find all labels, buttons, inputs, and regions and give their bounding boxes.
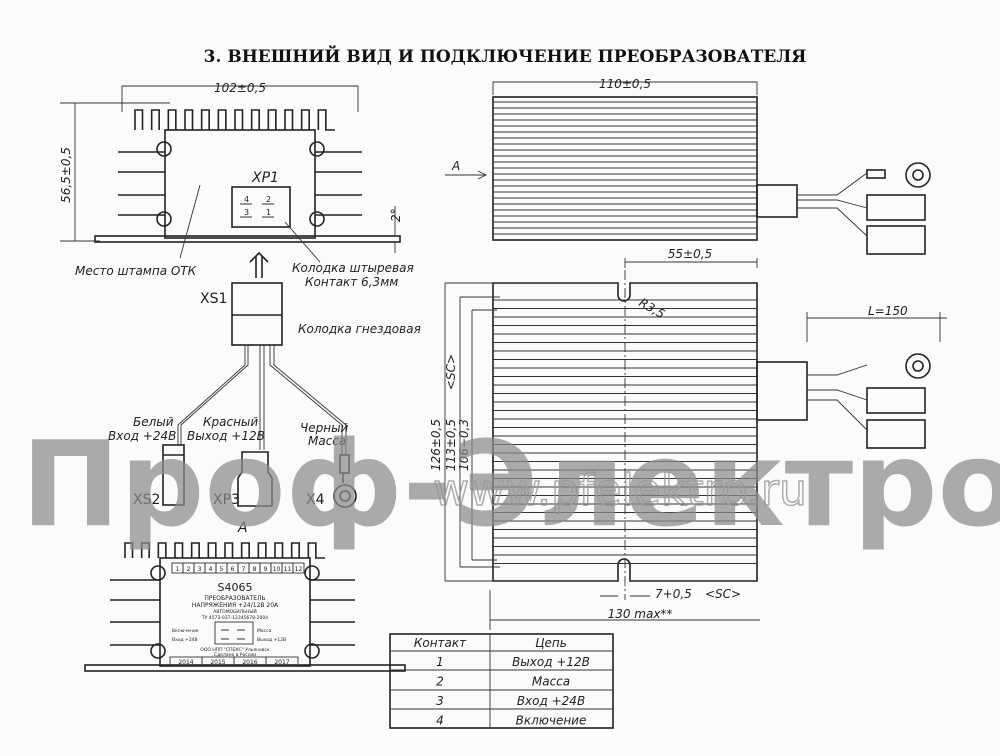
- dim-130: 130 max**: [608, 607, 673, 621]
- table-cell-circuit: Масса: [532, 675, 570, 689]
- month-cell: 7: [242, 566, 246, 573]
- side-view: 110±0,5 A: [445, 77, 931, 255]
- wire-color-label: Белый: [133, 415, 174, 429]
- watermark-brand: Проф-Электро: [21, 415, 1000, 553]
- top-view: 55±0,5 R3,5 126±0,5 113±0,5 <SC> 106−0,3…: [429, 247, 947, 630]
- month-cell: 3: [198, 566, 202, 573]
- table-cell-contact: 3: [436, 694, 444, 708]
- spec-number: ТУ 4573-037-12345678-2004: [201, 615, 268, 621]
- table-cell-circuit: Включение: [516, 714, 587, 728]
- pin-label: 1: [266, 208, 271, 217]
- pin-label: Вход +24В: [172, 637, 198, 643]
- base-plate: [94, 235, 401, 243]
- xs2-terminal: [162, 444, 185, 506]
- wiring-harness: XS1 Колодка гнездовая Белый Вход +24В Кр…: [108, 251, 421, 508]
- dim-126: 126±0,5: [429, 419, 443, 471]
- pin-label: Включение: [172, 628, 199, 634]
- dim-sc: <SC>: [444, 354, 458, 390]
- socket-label: Колодка гнездовая: [298, 322, 421, 336]
- arrow-up-icon: [249, 251, 269, 278]
- dim-7: 7+0,5: [655, 587, 692, 601]
- dim-55: 55±0,5: [668, 247, 712, 261]
- watermark: Проф-Электро www.pfelektro.ru: [21, 415, 1000, 553]
- xs1-label: XS1: [200, 291, 227, 307]
- table-cell-contact: 4: [436, 714, 444, 728]
- month-cell: 5: [220, 566, 224, 573]
- contact-size-label: Контакт 6,3мм: [305, 275, 398, 289]
- dim-l: L=150: [868, 304, 908, 318]
- terminal-label: X4: [306, 492, 325, 508]
- month-cell: 10: [273, 566, 281, 573]
- page-title: 3. ВНЕШНИЙ ВИД И ПОДКЛЮЧЕНИЕ ПРЕОБРАЗОВА…: [204, 45, 807, 67]
- pin-label: 3: [244, 208, 249, 217]
- heatsink-fins: [134, 109, 335, 131]
- table-cell-contact: 2: [436, 675, 444, 689]
- product-name: ПРЕОБРАЗОВАТЕЛЬ: [204, 595, 265, 602]
- month-cell: 11: [284, 566, 292, 573]
- wire-function-label: Масса: [308, 434, 346, 448]
- wire-color-label: Красный: [203, 415, 258, 429]
- product-type: АВТОМОБИЛЬНЫЙ: [213, 608, 257, 615]
- dim-length: 110±0,5: [599, 77, 651, 91]
- wire-function-label: Вход +24В: [108, 429, 176, 443]
- terminal-label: XS2: [133, 492, 160, 508]
- screw-icon: [150, 565, 320, 659]
- table-header-contact: Контакт: [414, 636, 467, 650]
- pin-label: Выход +12В: [257, 637, 286, 643]
- arrow-a-label: A: [451, 159, 460, 173]
- dim-width: 102±0,5: [214, 81, 266, 95]
- x4-terminal: [339, 454, 350, 474]
- pin-block-label: Колодка штыревая: [292, 261, 414, 275]
- fin: [124, 542, 325, 559]
- xp3-terminal: [237, 451, 273, 507]
- month-cell: 2: [187, 566, 191, 573]
- converter-body: [164, 129, 316, 239]
- converter-top: [492, 282, 758, 582]
- pin-label: 2: [266, 195, 271, 204]
- screw-icon: [156, 141, 325, 227]
- xs1-socket: [231, 282, 283, 346]
- maker-label: ООО НПП "СПЕКС" Ульяновск: [200, 647, 270, 653]
- view-a-label: A: [237, 520, 248, 536]
- model-number: S4065: [218, 581, 253, 594]
- year-cell: 2017: [274, 659, 289, 666]
- terminal-label: XP3: [213, 492, 240, 508]
- stamp-label: Место штампа ОТК: [75, 264, 197, 278]
- month-cell: 9: [264, 566, 268, 573]
- dim-height: 56,5±0,5: [59, 147, 73, 203]
- xp1-label: XP1: [251, 170, 279, 186]
- pin-label: Масса: [257, 628, 272, 634]
- dim-113: 113±0,5: [444, 419, 458, 471]
- product-voltage: НАПРЯЖЕНИЯ +24/12В 20А: [192, 602, 279, 609]
- year-cell: 2015: [210, 659, 225, 666]
- year-cell: 2016: [242, 659, 257, 666]
- side-fins: [118, 151, 362, 216]
- dim-angle: 2°: [389, 208, 403, 222]
- dim-106: 106−0,3: [457, 419, 471, 471]
- front-view: XP1 4 2 3 1 102±0,5 56,5±0,5 2° Место шт…: [59, 81, 414, 289]
- month-cell: 1: [176, 566, 180, 573]
- wire-color-label: Черный: [300, 421, 349, 435]
- year-cell: 2014: [178, 659, 193, 666]
- converter-side: [492, 96, 758, 241]
- xp1-connector: [231, 186, 291, 228]
- base-plate: [84, 664, 406, 672]
- table-cell-contact: 1: [436, 655, 444, 669]
- contact-table: Контакт Цепь 1 Выход +12В 2 Масса 3 Вход +24В…: [389, 633, 614, 729]
- month-cell: 8: [253, 566, 257, 573]
- wire-function-label: Выход +12В: [187, 429, 265, 443]
- month-cell: 6: [231, 566, 235, 573]
- made-in-label: Сделано в России: [214, 652, 256, 658]
- dim-sc2: <SC>: [705, 587, 741, 601]
- table-header-circuit: Цепь: [535, 636, 567, 650]
- watermark-url: www.pfelektro.ru: [433, 465, 807, 516]
- table-cell-circuit: Вход +24В: [517, 694, 585, 708]
- month-cell: 12: [295, 566, 303, 573]
- month-cell: 4: [209, 566, 213, 573]
- table-cell-circuit: Выход +12В: [512, 655, 590, 669]
- pin-label: 4: [244, 195, 249, 204]
- fin: [134, 109, 335, 131]
